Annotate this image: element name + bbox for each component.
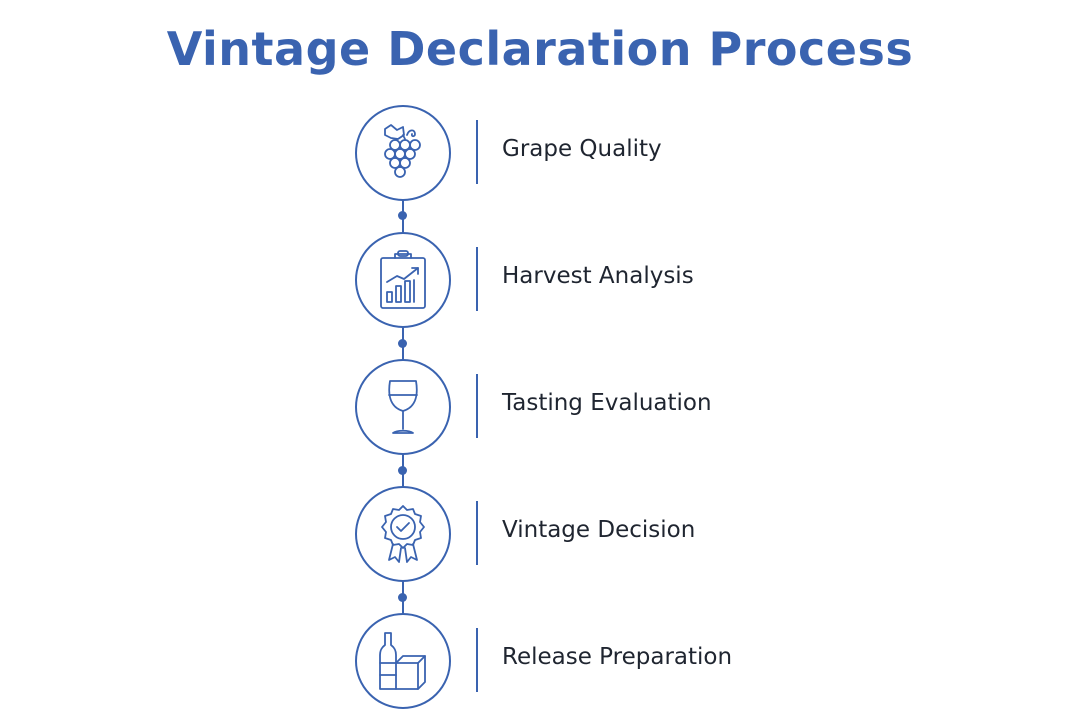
step-label: Tasting Evaluation [502,390,712,416]
step-circle [355,359,451,455]
bottle-box-icon [379,632,426,690]
step-label: Release Preparation [502,644,733,670]
step-circle [355,613,451,709]
step-divider [476,247,478,311]
clipboard-chart-icon [380,250,426,309]
step-divider [476,501,478,565]
connector-dot [398,593,407,602]
grape-cluster-icon [384,124,421,178]
step-label: Vintage Decision [502,517,696,543]
step-divider [476,628,478,692]
wine-glass-icon [388,380,418,434]
step-tasting-evaluation: Tasting Evaluation [0,359,1080,459]
award-seal-check-icon [381,505,425,563]
step-divider [476,374,478,438]
connector-dot [398,339,407,348]
step-divider [476,120,478,184]
step-label: Harvest Analysis [502,263,694,289]
step-label: Grape Quality [502,136,662,162]
connector-dot [398,466,407,475]
step-circle [355,232,451,328]
step-circle [355,486,451,582]
page-title: Vintage Declaration Process [166,22,914,76]
step-release-preparation: Release Preparation [0,613,1080,713]
step-harvest-analysis: Harvest Analysis [0,232,1080,332]
connector-dot [398,211,407,220]
step-grape-quality: Grape Quality [0,105,1080,205]
step-circle [355,105,451,201]
step-vintage-decision: Vintage Decision [0,486,1080,586]
